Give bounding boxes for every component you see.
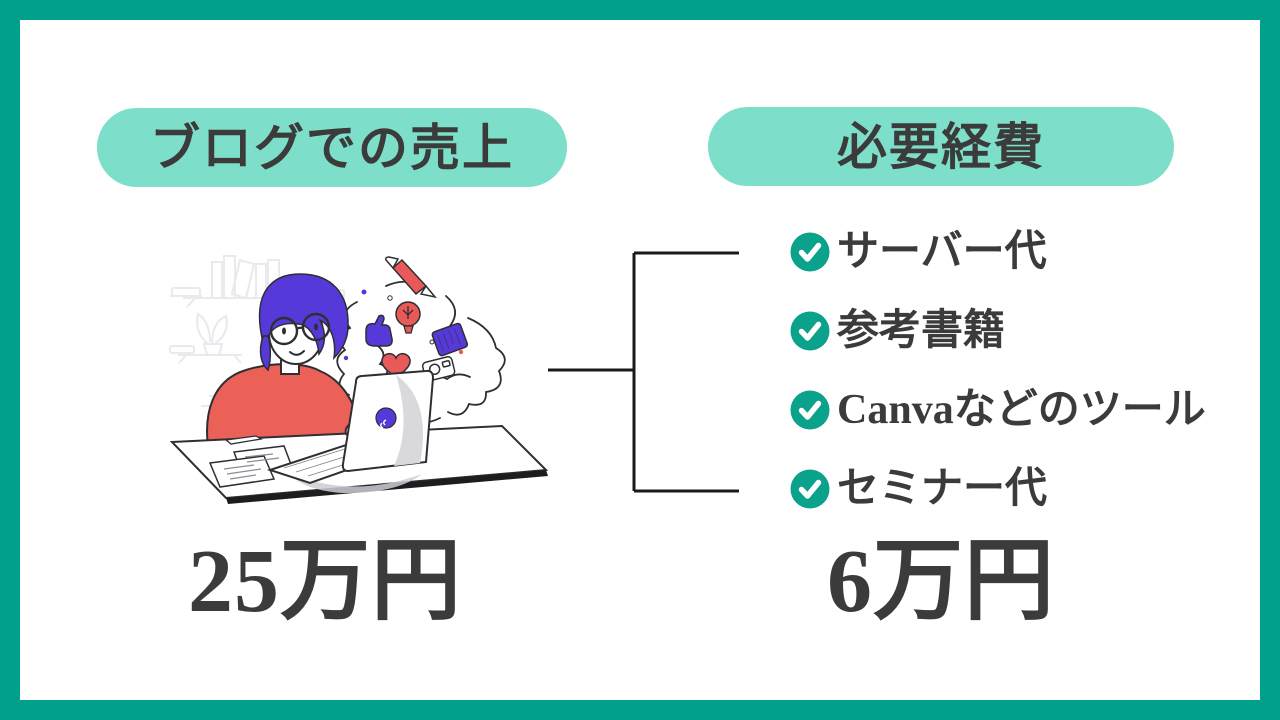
connector-bracket: [548, 251, 739, 493]
pencil-doodle-icon: [385, 256, 437, 299]
desk-pencil-icon: [224, 435, 263, 445]
content-panel: ブログでの売上 必要経費: [20, 20, 1260, 700]
lightbulb-doodle-icon: [395, 301, 421, 334]
laptop-icon: [266, 369, 435, 485]
person-figure: [206, 273, 368, 447]
left-amount: 25万円: [188, 532, 462, 631]
check-icon: [790, 232, 830, 272]
left-header-pill: ブログでの売上: [97, 108, 567, 187]
glasses-icon: [269, 312, 331, 346]
check-icon: [790, 311, 830, 351]
right-header-pill: 必要経費: [708, 107, 1174, 186]
right-header-label: 必要経費: [837, 118, 1045, 175]
expense-item: Canvaなどのツール: [790, 387, 1206, 433]
paper-lines: [223, 453, 280, 480]
check-icon: [790, 390, 830, 430]
laptop-shadow: [288, 472, 422, 494]
expense-list: サーバー代 参考書籍 Canvaなどのツール セミナー代: [790, 229, 1206, 548]
notebook-doodle-icon: [431, 322, 469, 357]
blogger-illustration: [169, 255, 549, 504]
right-amount: 6万円: [827, 532, 1055, 631]
left-header-label: ブログでの売上: [150, 119, 514, 176]
expense-item-label: Canvaなどのツール: [837, 387, 1206, 433]
expense-item: セミナー代: [790, 466, 1206, 512]
background-plant-icon: [169, 312, 242, 364]
expense-item-label: 参考書籍: [837, 308, 1006, 354]
expense-item-label: サーバー代: [837, 229, 1047, 275]
expense-item: 参考書籍: [790, 308, 1206, 354]
check-icon: [790, 469, 830, 509]
expense-item: サーバー代: [790, 229, 1206, 275]
thumbs-up-doodle-icon: [365, 314, 393, 347]
expense-item-label: セミナー代: [837, 466, 1048, 512]
